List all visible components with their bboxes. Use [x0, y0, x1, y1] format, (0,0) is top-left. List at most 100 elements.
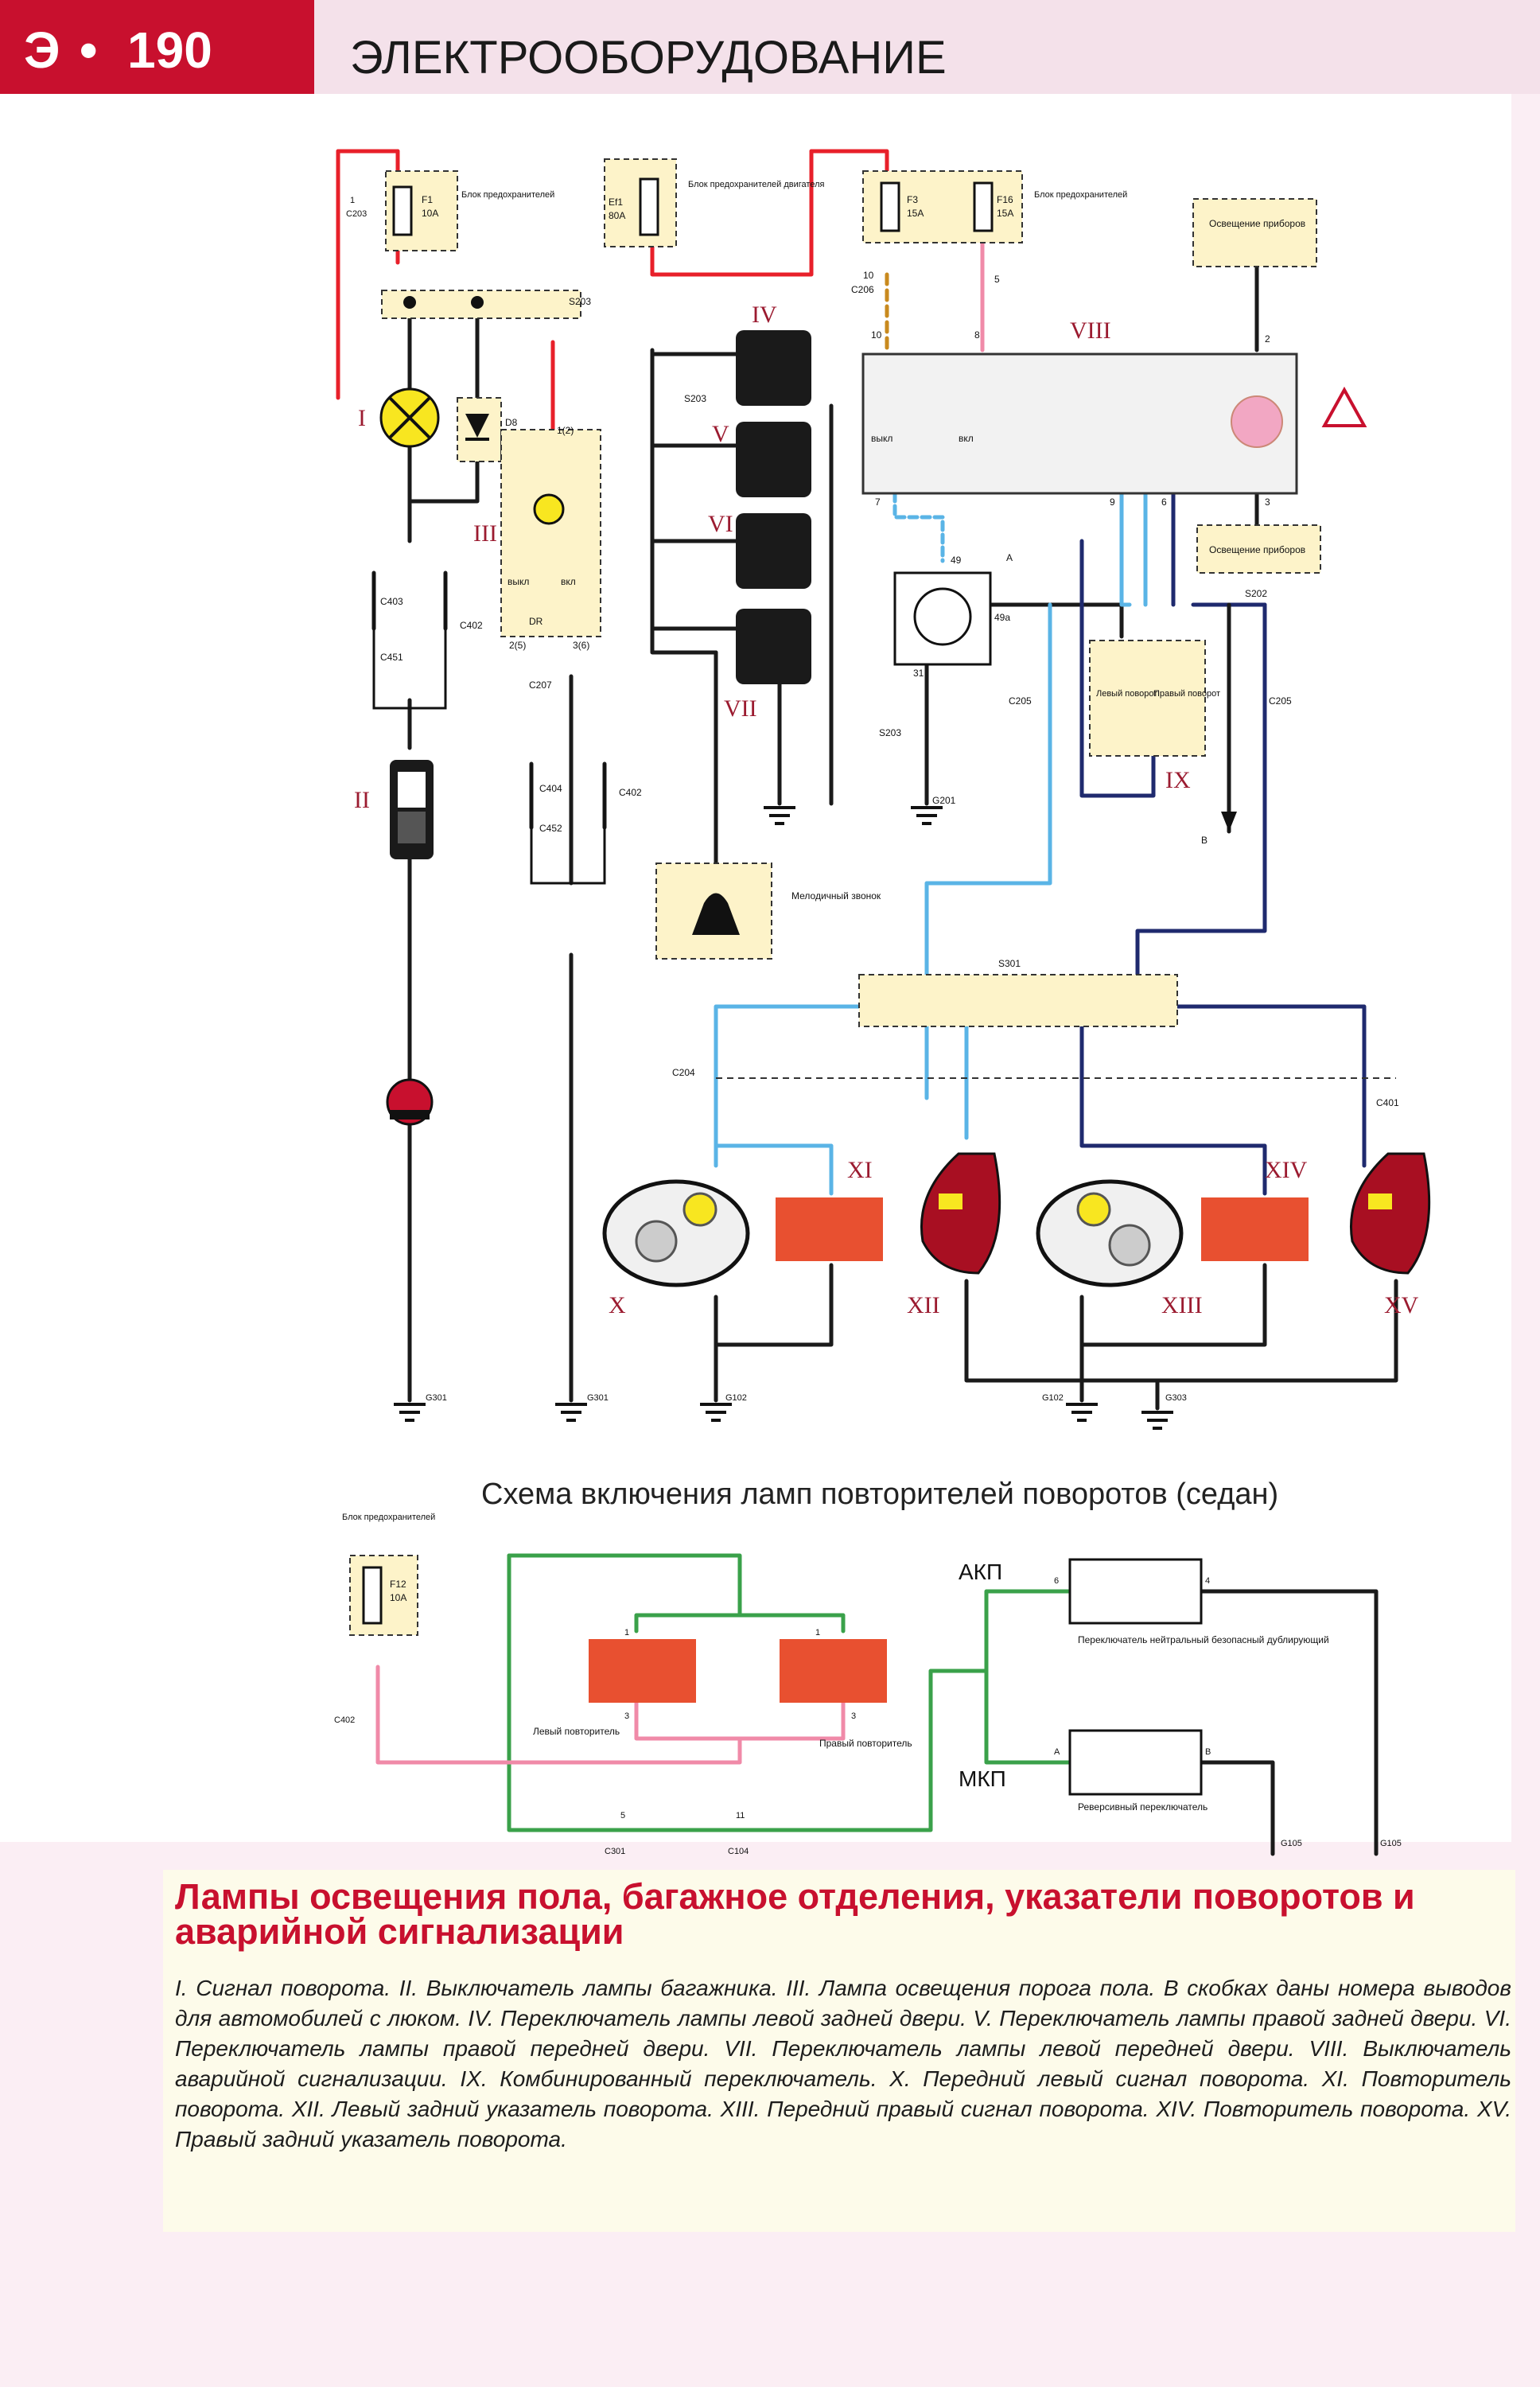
wire-darkblue-xiv — [1079, 1004, 1267, 1196]
door-switch-iv — [736, 330, 811, 406]
rear-lamp-left-amber — [939, 1194, 962, 1209]
trunk-switch-ii: II — [354, 760, 434, 859]
headlamp-right-body — [1036, 1179, 1184, 1287]
fuse-f16-block: Блок предохранителей — [1034, 190, 1127, 200]
label-roman-ii: II — [354, 787, 370, 813]
ground-g102-left-label: G102 — [725, 1393, 747, 1403]
trunk-lamp-base — [390, 1110, 430, 1120]
label-roman-v: V — [712, 421, 729, 447]
lamp-iii-dr: DR — [529, 616, 543, 627]
headlamp-right-lens-1 — [1076, 1192, 1111, 1227]
label-roman-x: X — [609, 1292, 626, 1318]
hazard-pin-9: 9 — [1110, 496, 1115, 508]
headlamp-right-lens-2 — [1108, 1224, 1151, 1267]
flasher-circle — [913, 587, 972, 646]
connector-c402-label-a: C402 — [460, 620, 483, 631]
sedan-right-repeater-body — [780, 1639, 887, 1703]
sedan-subdiagram-title: Схема включения ламп повторителей поворо… — [481, 1478, 1278, 1511]
ground-symbols: G301 G301 G102 G102 G303 — [394, 806, 1187, 1430]
wire-d8 — [407, 443, 480, 504]
rear-left-turn-xii: XII — [907, 1152, 1001, 1318]
arrow-a-label: А — [1006, 552, 1013, 563]
connector-c403-box — [372, 573, 447, 710]
sedan-left-repeater-body — [589, 1639, 696, 1703]
sedan-wire-green-switches — [984, 1589, 1072, 1765]
header-separator: • — [80, 21, 97, 79]
lamp-iii-off: выкл — [508, 576, 529, 587]
sedan-wire-pink — [375, 1665, 846, 1765]
label-roman-xii: XII — [907, 1292, 940, 1318]
lamp-iii-pin-right: 3(6) — [573, 640, 589, 651]
connector-c403-c451: C403 C451 C402 — [372, 573, 483, 710]
fuse-f16-rating: 15A — [997, 208, 1013, 219]
sedan-switches: АКП МКП Переключатель нейтральный безопа… — [959, 1558, 1402, 1848]
legend-title: Лампы освещения пола, багажное отделения… — [175, 1876, 1415, 1952]
fuse-f1-rating: 10A — [422, 208, 438, 219]
repeater-xiv-body — [1201, 1197, 1309, 1261]
label-roman-iii: III — [473, 520, 497, 547]
wire-door-bus — [650, 348, 718, 655]
ground-g301-right-label: G301 — [587, 1393, 609, 1403]
fuse-ef1: Ef1 80A Блок предохранителей двигателя — [604, 158, 824, 247]
turn-signal-lamp-i: I — [358, 387, 440, 448]
rear-right-turn-xv: XV — [1349, 1152, 1431, 1318]
label-roman-ix: IX — [1165, 767, 1191, 793]
header-title-bar — [314, 0, 1540, 94]
fuse-ef1-rating: 80A — [609, 210, 625, 221]
door-switch-vi — [736, 513, 811, 589]
sedan-g105-a: G105 — [1281, 1839, 1302, 1848]
hazard-pin-2: 2 — [1265, 333, 1270, 345]
fuse-f1-element — [392, 185, 413, 236]
repeater-xi: XI — [776, 1157, 883, 1261]
rear-lamp-left-body — [920, 1152, 1001, 1275]
wire-ix-2 — [1079, 539, 1156, 798]
page-number: 190 — [127, 21, 212, 79]
diode-d8: D8 — [457, 397, 518, 462]
combi-right-turn: Правый поворот — [1153, 689, 1220, 699]
flasher-box — [893, 571, 992, 666]
label-roman-xi: XI — [847, 1157, 873, 1183]
label-roman-vii: VII — [724, 695, 757, 722]
sedan-wire-green-top — [507, 1553, 742, 1618]
hazard-pin-8: 8 — [974, 329, 980, 341]
sedan-c301-label: C301 — [605, 1847, 625, 1856]
sedan-wire-pink-left — [634, 1700, 742, 1741]
lamp-iii-box — [500, 429, 601, 637]
wire-red-ef1 — [650, 149, 814, 277]
repeater-xiv: XIV — [1201, 1157, 1309, 1261]
instrument-light-bottom-box — [1196, 524, 1321, 574]
sedan-fuse-box — [349, 1555, 418, 1636]
lamp-iii-pin-top: 1(2) — [557, 425, 574, 436]
combi-switch-ix: Левый поворот Правый поворот IX S202 C20… — [1009, 588, 1292, 846]
rear-lamp-right-amber — [1368, 1194, 1392, 1209]
splice-s301-box — [858, 974, 1178, 1027]
sedan-fuse-name: F12 — [390, 1579, 406, 1590]
wire-door-taps — [650, 352, 766, 631]
lamp-iii-pin-left: 2(5) — [509, 640, 526, 651]
splice-dot-2 — [471, 296, 484, 309]
header-number-bar — [0, 0, 314, 94]
sedan-c104-label: C104 — [728, 1847, 749, 1856]
arrow-b-label: В — [1201, 835, 1208, 846]
connector-c452-label: C452 — [539, 823, 562, 834]
fuse-ef1-block: Блок предохранителей двигателя — [688, 180, 824, 189]
hazard-pin-5: 5 — [994, 274, 1000, 285]
sedan-repeaters: Левый повторитель Правый повторитель 1 1… — [533, 1628, 912, 1749]
wire-darkblue-c205 — [1135, 602, 1267, 1009]
connector-c404-box — [530, 764, 606, 885]
wire-blue-c205 — [924, 602, 1052, 1100]
ground-g301-left-label: G301 — [426, 1393, 447, 1403]
connector-c403-label: C403 — [380, 596, 403, 607]
lamp-i-cross — [388, 396, 431, 439]
hazard-pin-7: 7 — [875, 496, 881, 508]
sedan-mkp-label: МКП — [959, 1766, 1006, 1791]
instrument-light-bottom: Освещение приборов — [1196, 524, 1321, 574]
connector-c205-left: C205 — [1009, 695, 1032, 707]
sedan-g105-b: G105 — [1380, 1839, 1402, 1848]
sedan-akp-label: АКП — [959, 1560, 1002, 1584]
sedan-connectors: C402 C301 C104 5 11 — [334, 1715, 749, 1856]
splice-dot-1 — [403, 296, 416, 309]
page-header: Э • 190 ЭЛЕКТРООБОРУДОВАНИЕ — [0, 0, 1540, 94]
door-switch-vii — [736, 609, 811, 684]
